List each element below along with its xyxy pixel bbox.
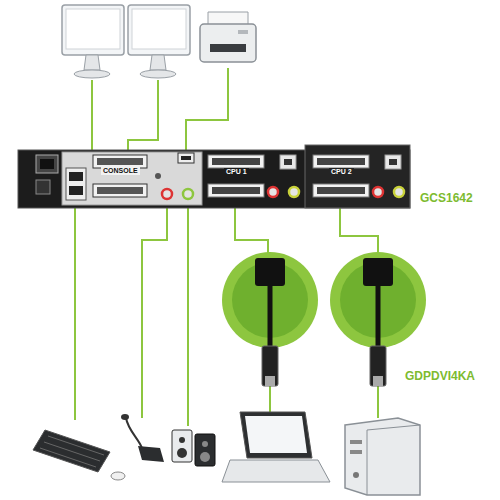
port-label: CPU 2 xyxy=(329,168,354,176)
microphone xyxy=(121,414,164,462)
monitor xyxy=(62,5,124,78)
cables xyxy=(75,68,378,426)
printer xyxy=(200,12,256,62)
adapter xyxy=(330,252,426,386)
laptop xyxy=(222,412,330,482)
keyboard xyxy=(33,430,125,480)
model-label: GCS1642 xyxy=(420,192,473,205)
monitor xyxy=(128,5,190,78)
kvm-switch xyxy=(18,145,410,208)
desktop-pc xyxy=(345,418,420,495)
port-label: CONSOLE xyxy=(101,167,140,175)
model-label: GDPDVI4KA xyxy=(405,370,475,383)
speakers xyxy=(172,430,215,466)
port-label: CPU 1 xyxy=(224,168,249,176)
adapter xyxy=(222,252,318,386)
